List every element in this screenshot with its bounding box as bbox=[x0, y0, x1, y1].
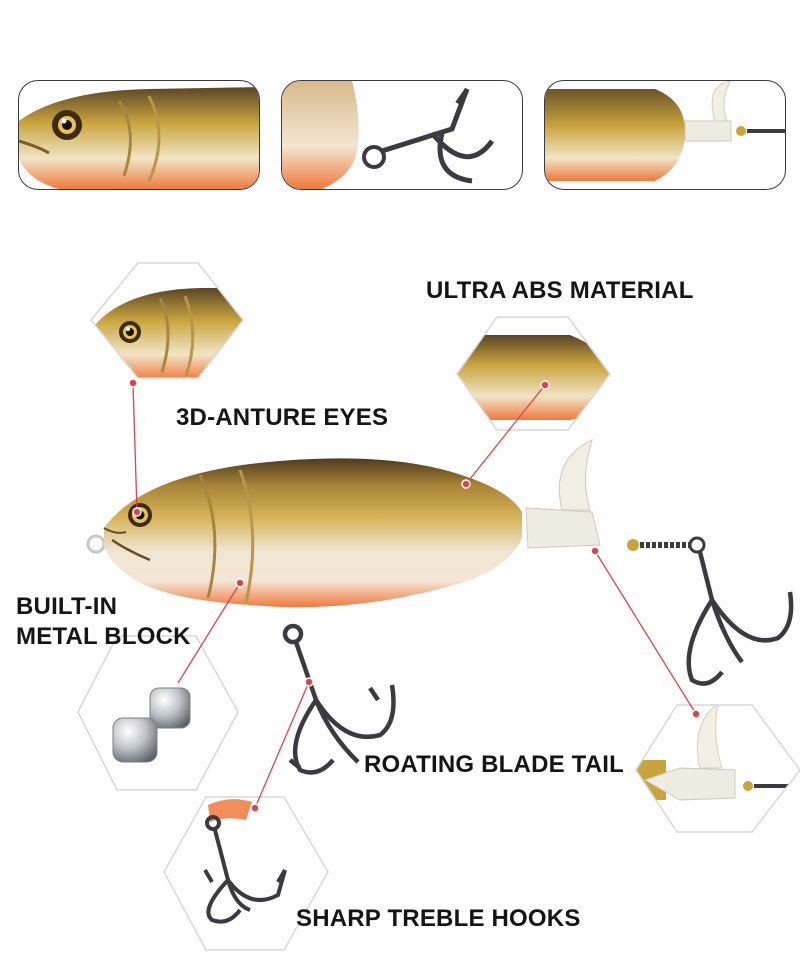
thumbnail-hook-closeup bbox=[281, 80, 523, 190]
lure-tail-blade bbox=[525, 438, 706, 554]
label-blade-tail: ROATING BLADE TAIL bbox=[364, 751, 625, 778]
label-hooks: SHARP TREBLE HOOKS bbox=[296, 905, 581, 932]
callout-lines bbox=[132, 382, 697, 809]
hexagon-hook-closeup bbox=[163, 796, 329, 951]
metal-cube-icon bbox=[112, 687, 191, 763]
label-eyes: 3D-ANTURE EYES bbox=[176, 404, 389, 431]
label-metal-block: BUILT-IN METAL BLOCK bbox=[16, 593, 191, 650]
hexagon-blade-tail bbox=[635, 704, 800, 833]
label-material: ULTRA ABS MATERIAL bbox=[426, 277, 694, 304]
tail-treble-hook-icon bbox=[686, 551, 794, 686]
thumbnail-head-closeup bbox=[18, 80, 260, 190]
belly-treble-hook-icon bbox=[282, 623, 396, 775]
hexagon-metal-block bbox=[77, 635, 239, 791]
callout-dots bbox=[128, 378, 701, 813]
hexagon-eyes-closeup bbox=[90, 262, 244, 379]
hexagon-material-closeup bbox=[456, 316, 611, 431]
thumbnail-tail-closeup bbox=[544, 80, 786, 190]
